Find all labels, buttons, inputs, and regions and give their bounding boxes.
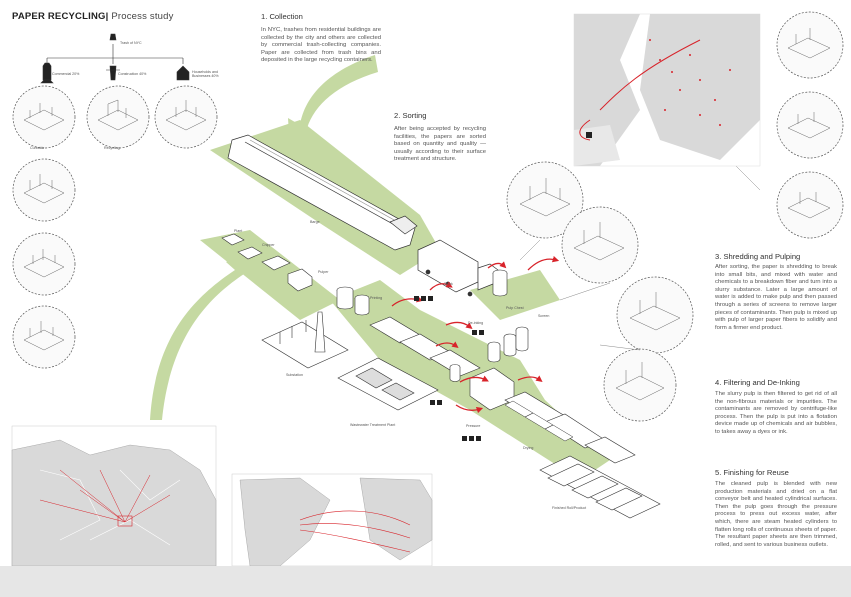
title-main: PAPER RECYCLING <box>12 11 106 22</box>
label-pulper: Pulper <box>318 270 329 274</box>
label-truck: Truck <box>444 282 453 286</box>
construction-icon <box>106 65 120 81</box>
green-arrow-top <box>288 55 378 150</box>
label-plant: Plant <box>234 229 243 233</box>
vignettes-left <box>12 85 218 369</box>
label-de-inking: De-inking <box>468 321 484 325</box>
source-construction-label: Construction 40% <box>118 72 147 76</box>
source-root-label: Trash of NYC <box>120 41 142 45</box>
northeast-map <box>11 425 217 567</box>
label-barge: Barge <box>310 220 320 224</box>
green-arrow-bottom <box>150 250 258 420</box>
label-substation: Substation <box>286 373 303 377</box>
flow-arrows <box>391 255 560 414</box>
section-collection-heading: 1. Collection <box>261 12 303 21</box>
vignettes-right <box>506 11 844 422</box>
label-treatment: Wastewater Treatment Plant <box>350 423 396 427</box>
treatment-plant <box>337 357 439 411</box>
process-icon-boxes <box>414 296 484 441</box>
truck-chain <box>221 233 313 292</box>
substation <box>261 311 349 369</box>
label-pulp-chest: Pulp Chest <box>506 306 524 310</box>
label-paper-rolls: Finished Roll/Product <box>552 506 587 510</box>
world-map <box>231 473 433 567</box>
paper-rolls <box>539 455 661 519</box>
right-vignette-sketches <box>519 28 831 401</box>
source-tree <box>40 33 190 84</box>
section-shredding-heading: 3. Shredding and Pulping <box>715 252 801 261</box>
dryers <box>504 400 574 442</box>
label-pressure: Pressure <box>466 424 481 428</box>
house-icon <box>176 65 190 81</box>
nyc-map <box>573 13 761 167</box>
section-filtering-body: The slurry pulp is then filtered to get … <box>715 391 837 435</box>
source-households-label: Households and Businesses 40% <box>192 70 219 78</box>
label-recycling: Recycling <box>104 146 120 150</box>
title-separator: | <box>105 11 109 22</box>
label-drying: Drying <box>523 446 534 450</box>
label-chipper: Chipper <box>262 243 275 247</box>
section-sorting-heading: 2. Sorting <box>394 111 427 120</box>
vignette-sketches <box>23 99 207 351</box>
section-filtering-heading: 4. Filtering and De-Inking <box>715 378 800 387</box>
title-sub: Process study <box>111 11 174 22</box>
label-printing: Printing <box>370 296 383 300</box>
section-shredding-body: After sorting, the paper is shredding to… <box>715 264 837 331</box>
page-title: PAPER RECYCLING| Process study <box>12 11 174 22</box>
section-finishing-body: The cleaned pulp is blended with new pro… <box>715 481 837 548</box>
label-curbside: Curbside <box>30 146 45 150</box>
bottom-bar <box>0 566 851 597</box>
commercial-icon <box>40 62 54 84</box>
label-screen: Screen <box>538 314 550 318</box>
barge <box>227 134 418 251</box>
tanks <box>336 269 529 382</box>
section-finishing-heading: 5. Finishing for Reuse <box>715 468 789 477</box>
section-collection-body: In NYC, trashes from residential buildin… <box>261 27 381 64</box>
source-commercial-label: Commercial 20% <box>52 72 80 76</box>
section-sorting-body: After being accepted by recycling facili… <box>394 126 486 163</box>
trash-bag-icon <box>109 33 117 41</box>
